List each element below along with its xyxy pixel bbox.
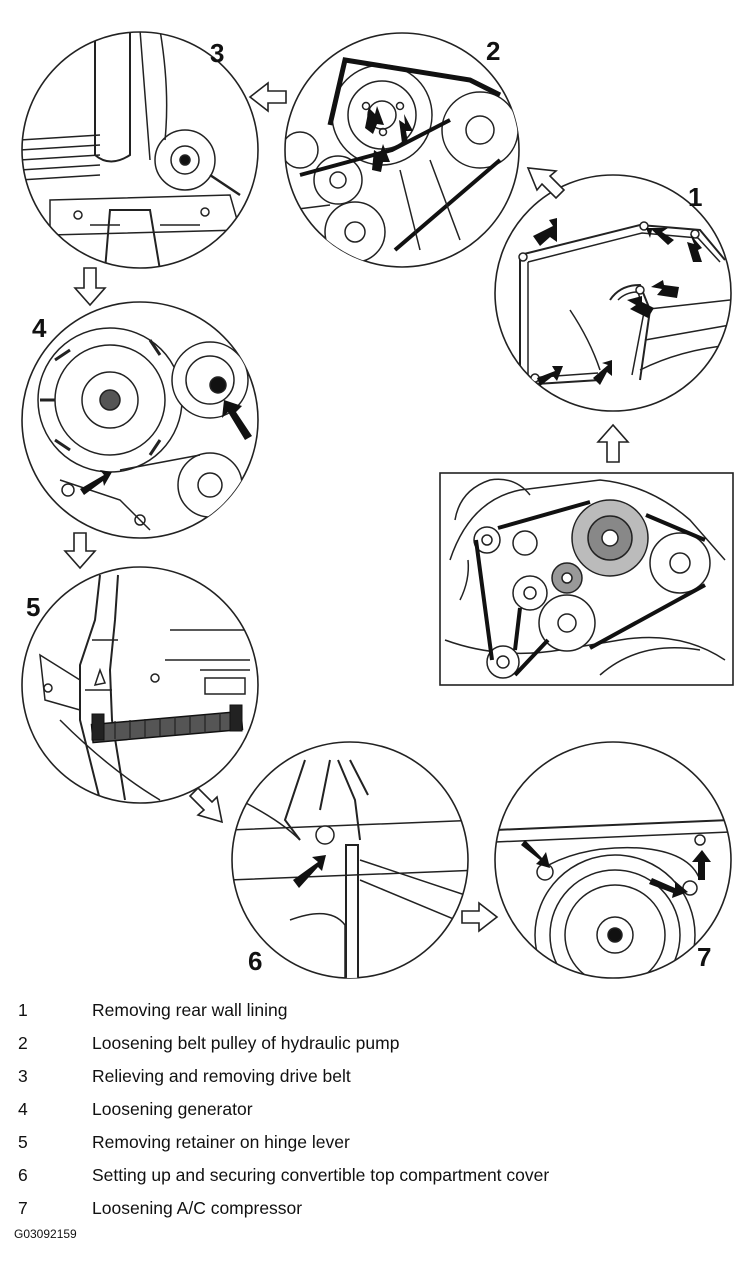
legend-number: 6 bbox=[18, 1165, 28, 1185]
legend-text: Setting up and securing convertible top … bbox=[92, 1165, 550, 1185]
step-label-7: 7 bbox=[697, 942, 711, 972]
list-item: 2 Loosening belt pulley of hydraulic pum… bbox=[0, 1031, 750, 1055]
overview-engine-view bbox=[439, 472, 734, 686]
detail-circle-5: 5 bbox=[21, 566, 259, 804]
legend-text: Loosening generator bbox=[92, 1099, 253, 1119]
legend-number: 5 bbox=[18, 1132, 28, 1152]
step-label-1: 1 bbox=[688, 182, 702, 212]
list-item: 3 Relieving and removing drive belt bbox=[0, 1064, 750, 1088]
step-label-6: 6 bbox=[248, 946, 262, 976]
list-item: 5 Removing retainer on hinge lever bbox=[0, 1130, 750, 1154]
list-item: 1 Removing rear wall lining bbox=[0, 998, 750, 1022]
flow-arrow-up-icon bbox=[596, 423, 630, 463]
list-item: 7 Loosening A/C compressor bbox=[0, 1196, 750, 1220]
legend-number: 4 bbox=[18, 1099, 28, 1119]
legend-text: Loosening A/C compressor bbox=[92, 1198, 303, 1218]
detail-circle-1: 1 bbox=[494, 174, 732, 412]
detail-circle-4: 4 bbox=[21, 301, 259, 539]
flow-arrow-left-icon bbox=[248, 81, 287, 113]
legend-text: Loosening belt pulley of hydraulic pump bbox=[92, 1033, 400, 1053]
list-item: 6 Setting up and securing convertible to… bbox=[0, 1163, 750, 1187]
flow-arrow-right-icon bbox=[461, 901, 499, 933]
legend-number: 2 bbox=[18, 1033, 28, 1053]
flow-arrow-up-left-icon bbox=[526, 167, 566, 200]
legend-text: Removing rear wall lining bbox=[92, 1000, 288, 1020]
flow-arrow-down-icon bbox=[73, 267, 107, 307]
detail-circle-2: 2 bbox=[284, 32, 520, 268]
legend-text: Removing retainer on hinge lever bbox=[92, 1132, 350, 1152]
list-item: 4 Loosening generator bbox=[0, 1097, 750, 1121]
detail-circle-6: 6 bbox=[231, 741, 469, 979]
step-label-4: 4 bbox=[32, 313, 47, 343]
flow-arrow-down-icon bbox=[63, 532, 97, 570]
detail-circle-3: 3 bbox=[21, 31, 259, 269]
step-label-3: 3 bbox=[210, 38, 224, 68]
step-label-5: 5 bbox=[26, 592, 40, 622]
procedure-diagram: 1 2 bbox=[21, 31, 734, 979]
figure-code: G03092159 bbox=[14, 1227, 77, 1241]
legend-number: 7 bbox=[18, 1198, 28, 1218]
detail-circle-7: 7 bbox=[494, 741, 732, 979]
legend-text: Relieving and removing drive belt bbox=[92, 1066, 351, 1086]
legend-number: 1 bbox=[18, 1000, 28, 1020]
step-label-2: 2 bbox=[486, 36, 500, 66]
flow-arrow-down-right-icon bbox=[188, 786, 224, 824]
legend-number: 3 bbox=[18, 1066, 28, 1086]
